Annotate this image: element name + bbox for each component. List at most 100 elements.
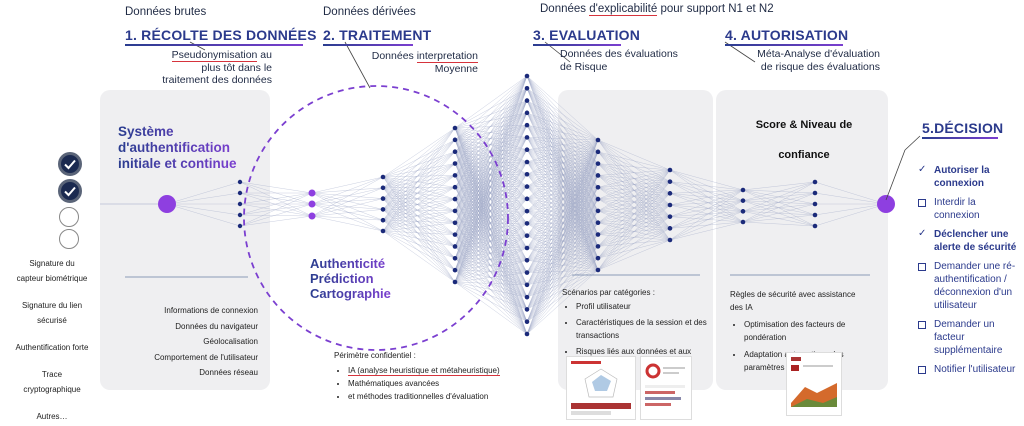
network-edge	[526, 137, 599, 223]
stage-5-underline	[922, 137, 998, 139]
network-edge	[526, 139, 599, 273]
network-edge	[166, 181, 241, 205]
network-edge	[526, 161, 599, 223]
network-node	[308, 189, 316, 197]
network-edge	[454, 247, 528, 283]
network-edge	[454, 163, 528, 200]
network-edge	[382, 127, 456, 178]
network-edge	[454, 258, 528, 286]
network-edge	[526, 235, 599, 259]
network-edge	[814, 203, 887, 227]
network-edge	[454, 100, 528, 129]
network-edge	[454, 210, 528, 273]
network-node	[595, 196, 601, 202]
network-edge	[454, 187, 528, 236]
network-edge	[454, 234, 528, 273]
network-edge	[382, 176, 456, 271]
network-edge	[454, 210, 528, 236]
network-edge	[526, 139, 599, 285]
network-node	[524, 110, 530, 116]
network-edge	[526, 186, 599, 259]
network-edge	[526, 137, 599, 188]
network-nodes	[158, 73, 895, 337]
network-node	[524, 245, 530, 251]
stage-2-subtitle: Données interpretation Moyenne	[371, 50, 478, 75]
network-edge	[526, 139, 599, 224]
network-edge	[454, 270, 528, 335]
network-edge	[454, 151, 528, 187]
network-node	[524, 208, 530, 214]
network-edge	[454, 260, 528, 283]
network-edge	[526, 175, 599, 335]
network-node	[524, 233, 530, 239]
network-edge	[597, 169, 671, 212]
network-edge	[454, 139, 528, 150]
network-edge	[454, 127, 528, 199]
network-node	[595, 267, 601, 273]
network-node	[595, 232, 601, 237]
network-edge	[526, 210, 599, 335]
network-node	[237, 212, 243, 218]
authenticity-label: Authenticité Prédiction Cartographie	[310, 256, 391, 301]
network-edge	[382, 187, 456, 199]
network-edge	[454, 127, 528, 163]
network-edges	[100, 75, 887, 335]
network-node	[452, 184, 458, 190]
network-edge	[742, 181, 816, 212]
scenario-item: Caractéristiques de la session et des tr…	[576, 316, 710, 342]
network-edge	[454, 161, 528, 283]
network-edge	[526, 161, 599, 164]
network-edge	[742, 203, 816, 223]
network-edge	[454, 75, 528, 188]
empty-circle-2	[59, 229, 79, 249]
network-edge	[382, 163, 456, 210]
network-edge	[526, 223, 599, 235]
network-node	[380, 196, 386, 201]
network-node	[740, 219, 746, 225]
processing-dashed-circle	[243, 85, 509, 351]
network-node	[452, 149, 458, 154]
network-node	[667, 191, 673, 196]
scenarios-block: Scénarios par catégories : Profil utilis…	[562, 288, 710, 358]
network-node	[380, 217, 386, 223]
network-edge	[526, 149, 599, 152]
network-edge	[454, 234, 528, 249]
network-edge	[454, 175, 528, 236]
network-edge	[382, 220, 456, 283]
network-edge	[454, 175, 528, 212]
report-thumbnail-area	[786, 352, 842, 416]
network-edge	[454, 127, 528, 150]
network-edge	[454, 137, 528, 141]
stage-3-subtitle: Données des évaluations de Risque	[560, 48, 678, 73]
network-edge	[526, 139, 599, 212]
network-edge	[311, 187, 384, 217]
network-edge	[454, 222, 528, 298]
network-edge	[382, 175, 456, 188]
network-edge	[454, 137, 528, 164]
network-edge	[454, 75, 528, 259]
collected-data-item: Comportement de l'utilisateur	[154, 352, 258, 362]
network-edge	[526, 187, 599, 200]
network-edge	[454, 270, 528, 322]
network-edge	[669, 181, 744, 201]
network-edge	[454, 127, 528, 175]
network-edge	[526, 246, 599, 335]
network-edge	[382, 230, 456, 247]
network-edge	[454, 125, 528, 283]
network-edge	[526, 222, 599, 236]
network-edge	[382, 175, 456, 178]
network-edge	[526, 186, 599, 223]
collected-data-list: Informations de connexion Données du nav…	[112, 303, 258, 381]
network-edge	[669, 181, 744, 212]
network-node	[812, 201, 818, 207]
network-node	[237, 190, 243, 196]
network-edge	[526, 161, 599, 247]
network-edge	[526, 75, 599, 152]
network-edge	[239, 214, 313, 217]
network-edge	[526, 210, 599, 223]
network-edge	[454, 163, 528, 175]
network-node	[452, 279, 458, 285]
network-edge	[454, 281, 528, 322]
network-edge	[454, 127, 528, 138]
network-edge	[526, 151, 599, 175]
